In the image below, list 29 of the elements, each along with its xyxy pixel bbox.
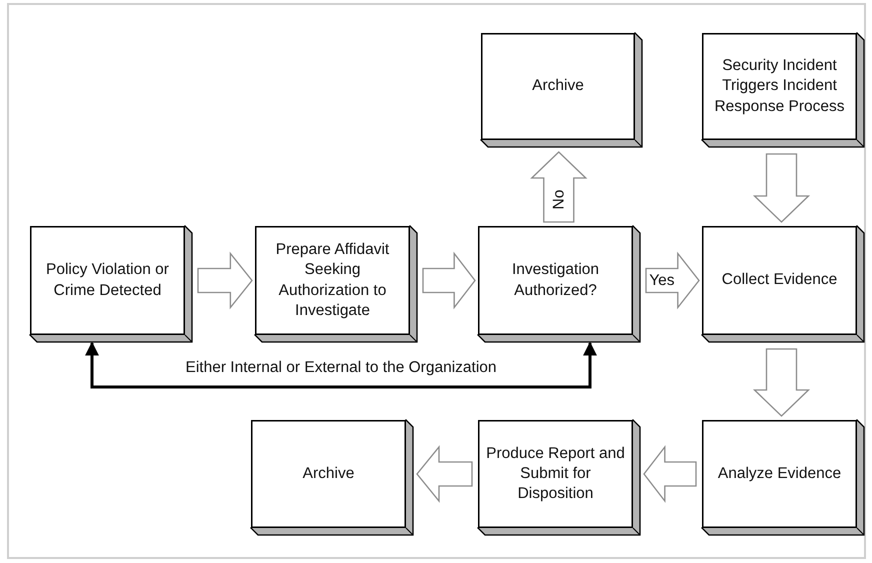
- block-arrow: [197, 252, 253, 310]
- box-label: Investigation Authorized?: [510, 260, 600, 300]
- box-label: Archive: [532, 76, 584, 96]
- block-arrow: [643, 445, 697, 503]
- process-box: [702, 226, 864, 342]
- process-box: [702, 33, 864, 147]
- process-box: [478, 420, 640, 535]
- edge-label: Yes: [648, 272, 676, 290]
- box-label: Policy Violation or Crime Detected: [45, 260, 170, 300]
- box-label: Archive: [302, 464, 354, 484]
- block-arrow: [752, 153, 810, 223]
- block-arrow: [416, 445, 473, 503]
- process-box: [478, 226, 640, 342]
- process-box: [30, 226, 192, 342]
- block-arrow: [422, 252, 476, 310]
- connector-arrow: [85, 342, 597, 388]
- box-label: Collect Evidence: [722, 270, 838, 290]
- process-box: [255, 226, 417, 342]
- box-label: Security Incident Triggers Incident Response Process: [713, 56, 846, 117]
- box-label: Produce Report and Submit for Disposition: [485, 444, 626, 504]
- process-box: [481, 33, 642, 147]
- block-arrow: [645, 252, 700, 310]
- box-label: Prepare Affidavit Seeking Authorization to Investigate: [274, 240, 390, 321]
- process-box: [251, 420, 413, 535]
- process-box: [702, 420, 864, 535]
- block-arrow: [752, 348, 810, 417]
- block-arrow: [530, 151, 588, 223]
- box-label: Analyze Evidence: [718, 464, 842, 484]
- edge-label: No: [550, 189, 568, 212]
